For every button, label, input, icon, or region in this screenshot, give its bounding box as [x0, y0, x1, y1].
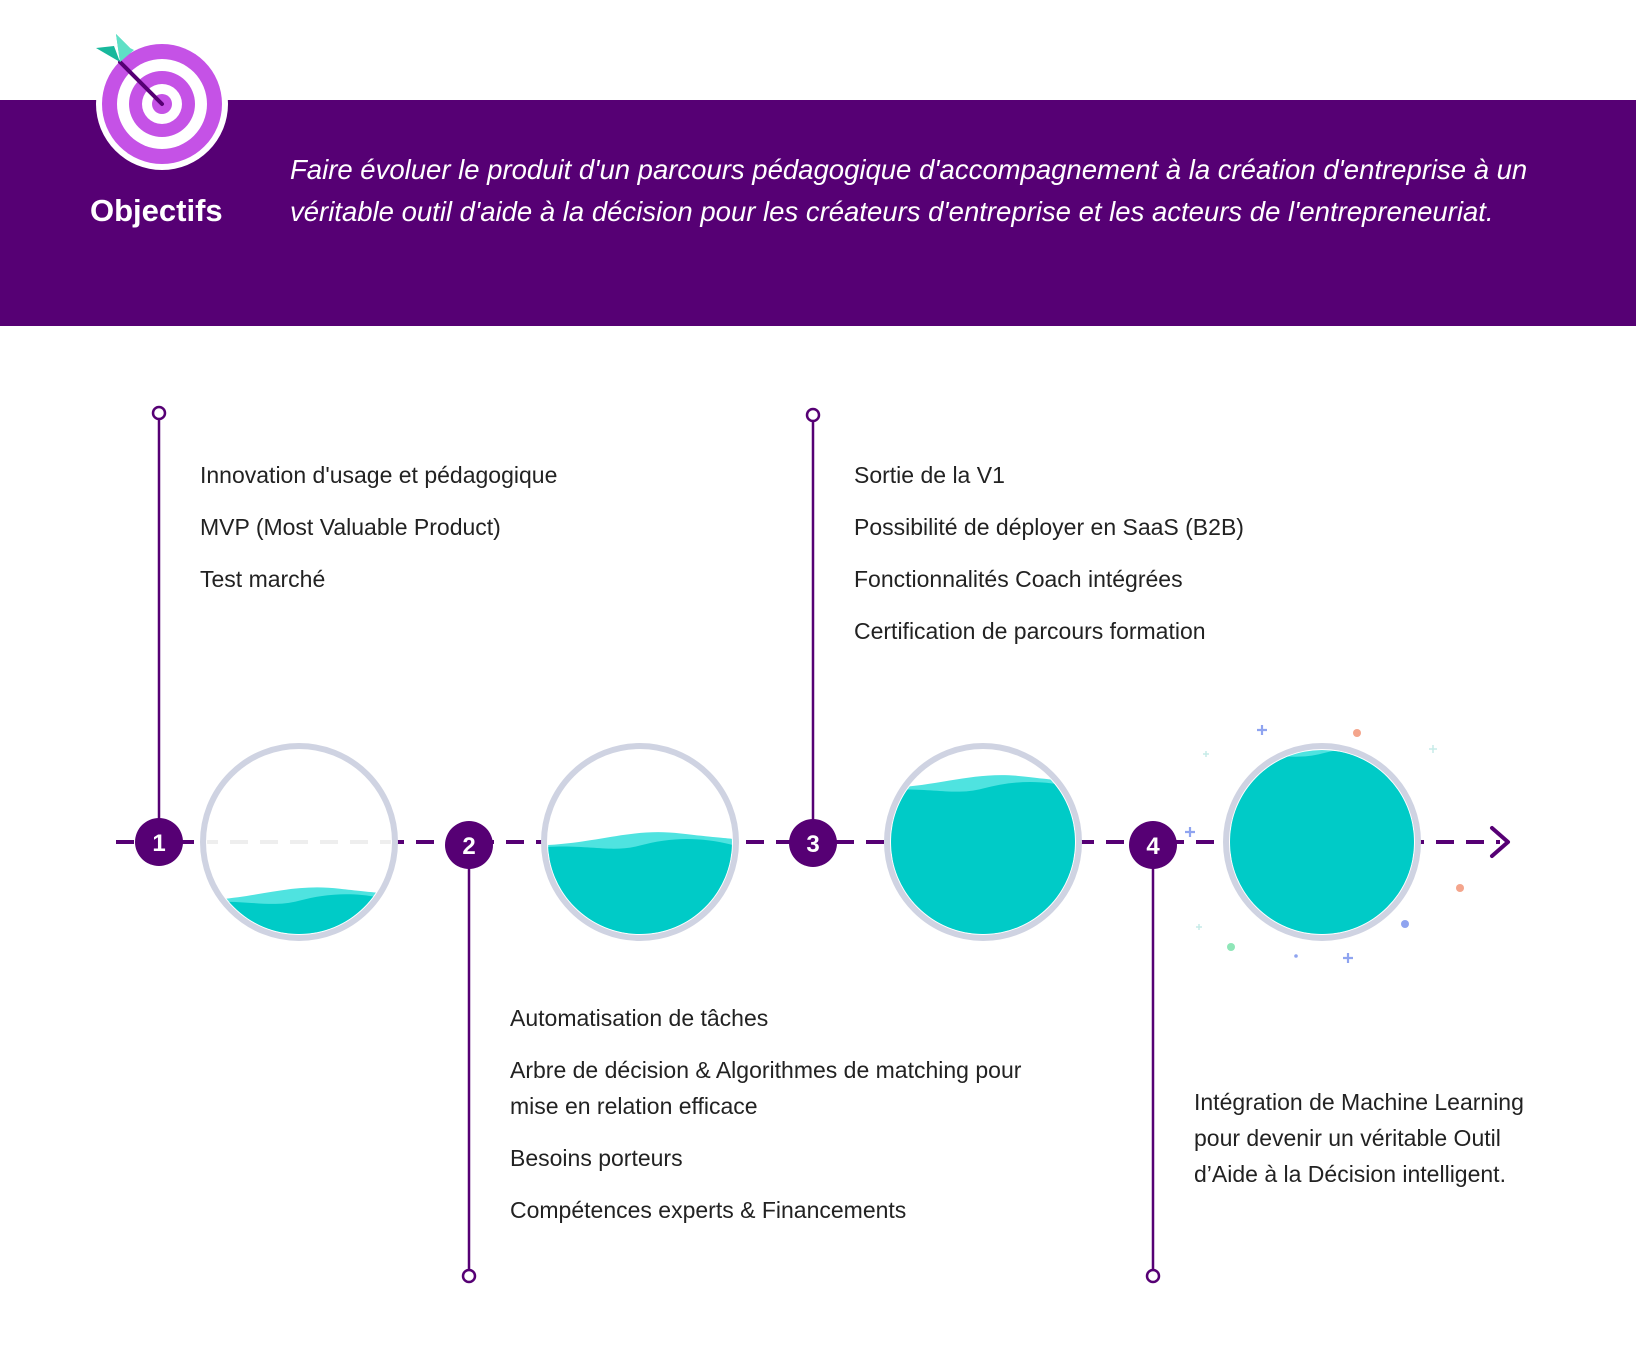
step-2-item: Arbre de décision & Algorithmes de match…: [510, 1057, 1022, 1119]
step-1-item: Test marché: [200, 566, 326, 592]
objectives-description: Faire évoluer le produit d'un parcours p…: [290, 154, 1528, 227]
progress-circle-2: [541, 743, 739, 941]
step-2-item: Compétences experts & Financements: [510, 1197, 907, 1223]
arrow-icon: [1490, 826, 1510, 858]
step-3-list: Sortie de la V1 Possibilité de déployer …: [854, 457, 1414, 665]
step-1-list: Innovation d'usage et pédagogique MVP (M…: [200, 457, 680, 613]
step-4-item: Intégration de Machine Learning pour dev…: [1194, 1089, 1524, 1187]
step-3-item: Possibilité de déployer en SaaS (B2B): [854, 514, 1244, 540]
connector-2-end: [461, 1268, 477, 1284]
water-fill-2: [548, 839, 732, 934]
step-badge-4: 4: [1129, 821, 1177, 869]
progress-circle-1: [200, 743, 398, 941]
step-3-item: Certification de parcours formation: [854, 618, 1206, 644]
step-3-item: Sortie de la V1: [854, 462, 1005, 488]
step-number-1: 1: [152, 830, 165, 857]
step-2-item: Besoins porteurs: [510, 1145, 683, 1171]
step-number-2: 2: [462, 833, 475, 860]
step-badge-2: 2: [445, 821, 493, 869]
target-icon: [96, 34, 228, 170]
connector-1-end: [151, 405, 167, 421]
objectives-title: Objectifs: [90, 193, 223, 228]
connector-4-end: [1145, 1268, 1161, 1284]
step-number-4: 4: [1146, 833, 1160, 860]
step-1-item: MVP (Most Valuable Product): [200, 514, 501, 540]
step-2-item: Automatisation de tâches: [510, 1005, 769, 1031]
connector-3-end: [805, 407, 821, 423]
step-badge-1: 1: [135, 818, 183, 866]
step-2-list: Automatisation de tâches Arbre de décisi…: [510, 1000, 1070, 1244]
water-fill-3: [891, 782, 1075, 934]
objectives-banner: [0, 100, 1636, 326]
step-3-item: Fonctionnalités Coach intégrées: [854, 566, 1183, 592]
progress-circle-4: [1223, 743, 1421, 941]
progress-circle-3: [884, 743, 1082, 941]
sparkle-decoration: [1185, 725, 1464, 963]
step-badge-3: 3: [789, 819, 837, 867]
step-1-item: Innovation d'usage et pédagogique: [200, 462, 558, 488]
step-number-3: 3: [806, 831, 819, 858]
step-4-list: Intégration de Machine Learning pour dev…: [1194, 1084, 1534, 1208]
water-fill-4: [1230, 750, 1414, 934]
